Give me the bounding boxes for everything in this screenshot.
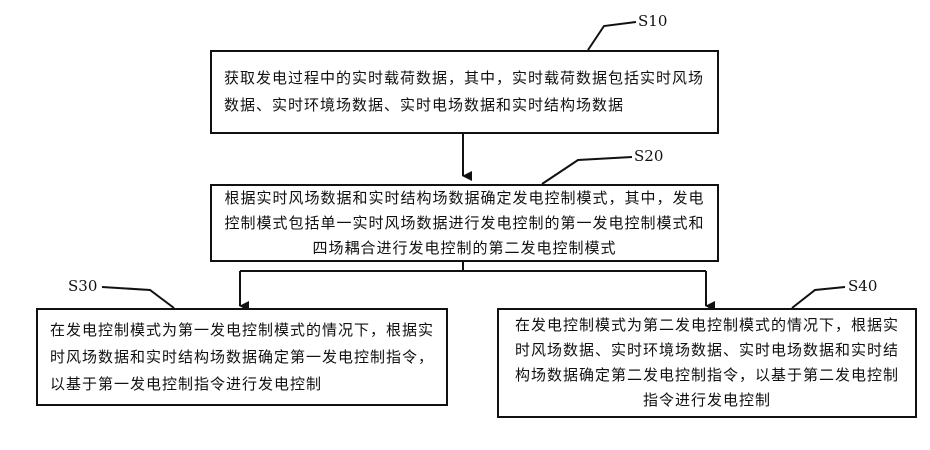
step-box-s20: 根据实时风场数据和实时结构场数据确定发电控制模式，其中，发电控制模式包括单一实时… <box>210 184 719 262</box>
step-box-s10: 获取发电过程中的实时载荷数据，其中，实时载荷数据包括实时风场数据、实时环境场数据… <box>210 50 719 134</box>
step-label-s40: S40 <box>848 277 877 295</box>
step-text-s20: 根据实时风场数据和实时结构场数据确定发电控制模式，其中，发电控制模式包括单一实时… <box>222 186 707 261</box>
step-box-s40: 在发电控制模式为第二发电控制模式的情况下，根据实时风场数据、实时环境场数据、实时… <box>497 308 917 418</box>
step-text-s10: 获取发电过程中的实时载荷数据，其中，实时载荷数据包括实时风场数据、实时环境场数据… <box>224 65 705 119</box>
step-label-s10: S10 <box>638 12 667 30</box>
leader-line-s30 <box>102 287 174 308</box>
leader-line-s10 <box>588 22 636 50</box>
leader-line-s20 <box>542 157 632 184</box>
leader-line-s40 <box>792 287 845 308</box>
step-label-s20: S20 <box>634 147 663 165</box>
step-text-s30: 在发电控制模式为第一发电控制模式的情况下，根据实时风场数据和实时结构场数据确定第… <box>50 317 434 398</box>
step-label-s30: S30 <box>68 277 97 295</box>
step-box-s30: 在发电控制模式为第一发电控制模式的情况下，根据实时风场数据和实时结构场数据确定第… <box>36 308 448 406</box>
step-text-s40: 在发电控制模式为第二发电控制模式的情况下，根据实时风场数据、实时环境场数据、实时… <box>511 313 903 413</box>
